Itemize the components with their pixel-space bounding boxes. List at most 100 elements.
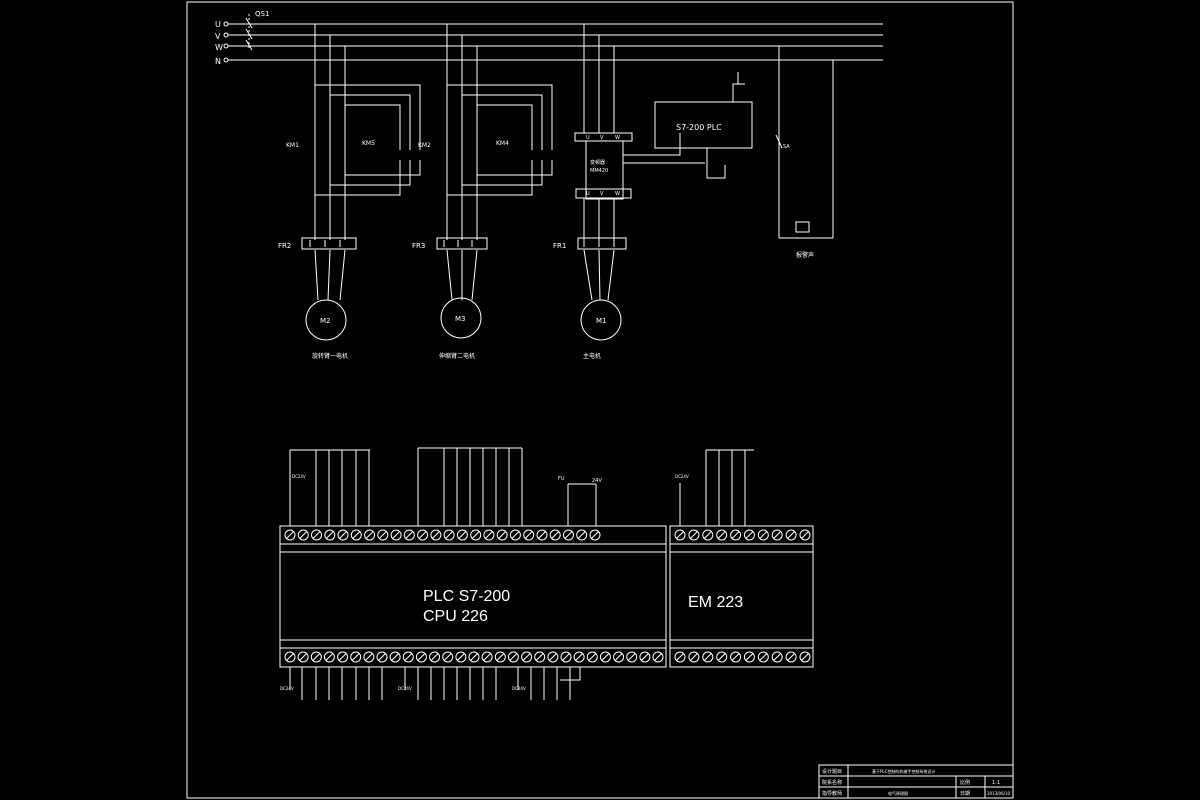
screw-slot [562, 653, 570, 661]
screw-terminal [284, 529, 296, 541]
inverter-out-v: V [600, 191, 604, 197]
screw-terminal [483, 529, 495, 541]
screw-terminal [442, 651, 454, 663]
alarm-caption: 报警声 [796, 251, 814, 259]
em-bottom-terminals [674, 651, 811, 663]
plc-box-label: S7-200 PLC [676, 123, 722, 132]
screw-terminal [324, 529, 336, 541]
screw-terminal [376, 651, 388, 663]
contactor-label-km2: KM2 [418, 142, 431, 149]
screw-slot [703, 653, 712, 661]
screw-terminal [702, 651, 714, 663]
screw-slot [365, 531, 374, 539]
screw-terminal [613, 651, 625, 663]
titleblock-r2c3: 比例 [960, 779, 970, 786]
screw-slot [445, 531, 453, 539]
io-wiring-bottom [289, 667, 581, 700]
titleblock-r3c2: 电气原理图 [888, 790, 908, 796]
screw-slot [577, 531, 586, 539]
phase-label-n: N [215, 57, 221, 66]
screw-slot [591, 531, 599, 539]
screw-slot [601, 653, 610, 661]
screw-slot [471, 531, 480, 539]
screw-terminal [589, 529, 601, 541]
screw-terminal [468, 651, 480, 663]
screw-terminal [337, 651, 349, 663]
screw-terminal [523, 529, 535, 541]
screw-slot [787, 531, 795, 539]
screw-terminal [743, 529, 755, 541]
screw-terminal [716, 529, 728, 541]
inverter-in-u: U [586, 135, 590, 141]
screw-terminal [639, 651, 651, 663]
screw-terminal [626, 651, 638, 663]
screw-terminal [429, 651, 441, 663]
screw-slot [312, 653, 321, 661]
motor-label-m3: M3 [455, 315, 466, 323]
titleblock-r2c4: 1:1 [992, 780, 1000, 786]
titleblock-r3c4: 2013/06/10 [987, 791, 1011, 796]
screw-slot [286, 653, 294, 661]
screw-slot [745, 531, 754, 539]
motor-branch-2 [436, 24, 553, 339]
screw-terminal [417, 529, 429, 541]
screw-terminal [688, 651, 700, 663]
screw-slot [299, 653, 307, 661]
screw-slot [801, 653, 809, 661]
screw-terminal [536, 529, 548, 541]
screw-slot [498, 531, 507, 539]
screw-terminal [730, 651, 742, 663]
phase-label-u: U [215, 20, 221, 29]
screw-slot [717, 531, 726, 539]
dc24v-label-bottom-2: DC24V [398, 686, 412, 691]
screw-slot [457, 653, 465, 661]
screw-terminal [377, 529, 389, 541]
screw-terminal [586, 651, 598, 663]
breaker-label: QS1 [255, 10, 269, 18]
screw-terminal [534, 651, 546, 663]
screw-slot [458, 531, 467, 539]
screw-terminal [771, 529, 783, 541]
screw-slot [787, 653, 795, 661]
screw-terminal [481, 651, 493, 663]
screw-terminal [560, 651, 572, 663]
screw-terminal [785, 529, 797, 541]
screw-terminal [674, 529, 686, 541]
screw-terminal [389, 651, 401, 663]
titleblock-r2c1: 院系名称 [822, 779, 842, 786]
screw-terminal [549, 529, 561, 541]
screw-terminal [494, 651, 506, 663]
screw-terminal [573, 651, 585, 663]
screw-slot [731, 653, 740, 661]
screw-slot [676, 531, 684, 539]
screw-terminal [297, 529, 309, 541]
phase-label-v: V [215, 32, 221, 41]
motor-label-m2: M2 [320, 317, 331, 325]
screw-slot [338, 653, 347, 661]
dc24v-label-bottom-3: DC24V [512, 686, 526, 691]
screw-terminal [521, 651, 533, 663]
inverter-model: MM420 [590, 168, 608, 174]
inverter-in-v: V [600, 135, 604, 141]
screw-terminal [403, 529, 415, 541]
screw-terminal [547, 651, 559, 663]
screw-slot [286, 531, 294, 539]
em-top-terminals [674, 529, 811, 541]
screw-slot [378, 531, 387, 539]
screw-terminal [576, 529, 588, 541]
screw-slot [575, 653, 583, 661]
screw-slot [405, 531, 414, 539]
screw-terminal [415, 651, 427, 663]
inverter-in-w: W [615, 135, 620, 141]
title-block [818, 764, 1014, 799]
screw-slot [325, 653, 334, 661]
screw-terminal [470, 529, 482, 541]
inverter-out-w: W [615, 191, 620, 197]
screw-terminal [311, 529, 322, 541]
motor-label-m1: M1 [596, 317, 607, 325]
screw-terminal [323, 651, 335, 663]
motor-caption-1: 旋转臂一电机 [312, 352, 348, 360]
screw-slot [690, 653, 698, 661]
inverter-name: 变频器 [590, 159, 605, 166]
